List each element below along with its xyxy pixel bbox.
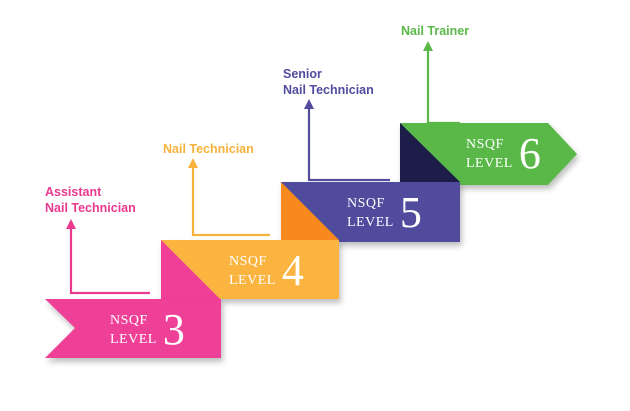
level-5-word: LEVEL	[347, 215, 394, 230]
level-6-connector-arrow	[426, 48, 460, 125]
level-5-number: 5	[399, 188, 422, 237]
level-5-role-line-2: Nail Technician	[283, 83, 374, 97]
level-5-role-line-1: Senior	[283, 67, 322, 81]
level-6-text: NSQF LEVEL 6	[466, 132, 541, 176]
level-3-group	[45, 219, 221, 358]
level-6-word: LEVEL	[466, 156, 513, 171]
level-3-word: LEVEL	[110, 332, 157, 347]
level-4-number: 4	[281, 246, 304, 295]
level-4-prefix: NSQF	[229, 254, 267, 269]
level-6-prefix: NSQF	[466, 137, 504, 152]
level-4-banner	[161, 240, 339, 299]
level-4-words: NSQF LEVEL	[229, 252, 276, 290]
level-4-word: LEVEL	[229, 273, 276, 288]
level-6-role-label: Nail Trainer	[401, 23, 469, 39]
level-6-arrowhead	[423, 41, 433, 51]
level-3-text: NSQF LEVEL 3	[110, 308, 185, 352]
level-5-prefix: NSQF	[347, 196, 385, 211]
level-5-text: NSQF LEVEL 5	[347, 191, 422, 235]
level-4-connector-arrow	[191, 165, 270, 237]
level-5-connector-arrow	[307, 106, 390, 182]
level-5-arrowhead	[304, 99, 314, 109]
level-3-prefix: NSQF	[110, 313, 148, 328]
level-3-role-line-2: Nail Technician	[45, 201, 136, 215]
level-4-role-line-1: Nail Technician	[163, 142, 254, 156]
level-3-role-label: Assistant Nail Technician	[45, 184, 136, 216]
level-4-group	[161, 158, 339, 299]
level-5-words: NSQF LEVEL	[347, 194, 394, 232]
level-6-fold	[400, 123, 460, 182]
level-3-arrowhead	[66, 219, 76, 229]
level-3-role-line-1: Assistant	[45, 185, 102, 199]
level-5-fold	[281, 182, 339, 240]
level-5-group	[281, 99, 460, 242]
level-4-text: NSQF LEVEL 4	[229, 249, 304, 293]
level-3-number: 3	[162, 305, 185, 354]
level-6-role-line-1: Nail Trainer	[401, 24, 470, 38]
level-6-number: 6	[518, 129, 541, 178]
level-6-words: NSQF LEVEL	[466, 135, 513, 173]
level-4-fold	[161, 240, 220, 299]
level-3-connector-arrow	[69, 226, 150, 295]
level-3-words: NSQF LEVEL	[110, 311, 157, 349]
level-4-arrowhead	[188, 158, 198, 168]
level-3-banner	[45, 299, 221, 358]
level-6-group	[400, 41, 577, 185]
level-5-role-label: Senior Nail Technician	[283, 66, 374, 98]
level-4-role-label: Nail Technician	[163, 141, 254, 157]
